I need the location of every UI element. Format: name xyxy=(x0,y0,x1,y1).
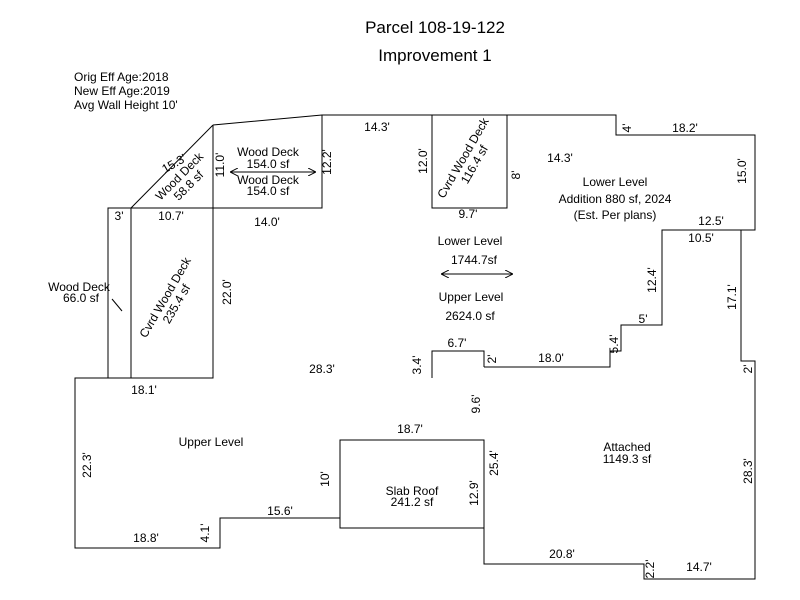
wood-deck-diag-outline xyxy=(130,124,214,209)
wood-deck-top-outline xyxy=(213,115,323,209)
dimension-label: 3' xyxy=(115,209,124,223)
page-title: Parcel 108-19-122 xyxy=(365,18,505,37)
dimension-label: 2.2' xyxy=(643,560,657,579)
dimension-label: 2' xyxy=(741,365,755,374)
dimension-label: 15.0' xyxy=(735,158,749,184)
dimension-label: 5.4' xyxy=(607,335,621,354)
dimension-label: 18.7' xyxy=(397,422,423,436)
dimension-label: 3.4' xyxy=(410,356,424,375)
area-name: Lower Level xyxy=(583,175,648,189)
dimension-label: 17.1' xyxy=(725,284,739,310)
area-name: Wood Deck xyxy=(237,145,300,159)
area-size: 154.0 sf xyxy=(247,157,290,171)
slab-roof-outline xyxy=(339,439,485,529)
dimension-label: 10' xyxy=(318,471,332,487)
page-subtitle: Improvement 1 xyxy=(378,46,492,65)
avg-wall-height: Avg Wall Height 10' xyxy=(74,98,178,112)
dimension-label: 20.8' xyxy=(549,547,575,561)
dimension-label: 6.7' xyxy=(448,336,467,350)
dimension-label: 11.0' xyxy=(213,153,227,178)
area-name: Upper Level xyxy=(179,435,244,449)
dimension-label: 18.1' xyxy=(131,383,157,397)
dimension-label: 12.2' xyxy=(320,149,334,175)
dimension-label: 28.3' xyxy=(741,458,755,484)
dimension-label: 4' xyxy=(620,124,634,133)
dimension-label: 12.9' xyxy=(467,480,481,506)
dimension-label: 28.3' xyxy=(309,362,335,376)
dimension-label: 2' xyxy=(485,355,499,364)
area-note: (Est. Per plans) xyxy=(574,208,657,222)
area-size: 241.2 sf xyxy=(391,495,434,509)
dimension-label: 18.8' xyxy=(133,531,159,545)
area-name: Upper Level xyxy=(439,290,504,304)
dimension-label: 12.5' xyxy=(698,214,724,228)
dimension-label: 18.2' xyxy=(672,121,698,135)
area-size: 66.0 sf xyxy=(63,291,100,305)
area-name: Attached xyxy=(603,440,650,454)
dimension-label: 14.0' xyxy=(254,215,280,229)
dimension-label: 15.6' xyxy=(267,504,293,518)
area-name: Wood Deck xyxy=(237,173,300,187)
new-eff-age: New Eff Age:2019 xyxy=(74,84,170,98)
dimension-label: 12.4' xyxy=(645,267,659,293)
dimension-label: 9.7' xyxy=(459,207,478,221)
wood-deck-left-outline xyxy=(107,207,131,379)
dimension-label: 10.5' xyxy=(688,231,714,245)
area-note: Addition 880 sf, 2024 xyxy=(559,192,672,206)
lower-level-step-line xyxy=(484,229,741,368)
dimension-label: 8' xyxy=(509,171,523,180)
dimension-label: 25.4' xyxy=(487,450,501,476)
cvrd-wood-deck-right-outline xyxy=(431,114,508,209)
dimension-label: 18.0' xyxy=(538,351,564,365)
area-name: Lower Level xyxy=(438,234,503,248)
dimension-label: 14.3' xyxy=(364,120,390,134)
dimension-label: 22.3' xyxy=(80,452,94,478)
area-name: Slab Roof xyxy=(386,484,439,498)
area-size: 154.0 sf xyxy=(247,184,290,198)
main-building-outline xyxy=(74,114,756,580)
orig-eff-age: Orig Eff Age:2018 xyxy=(74,70,169,84)
dimension-label: 14.3' xyxy=(547,151,573,165)
area-size: 2624.0 sf xyxy=(445,309,495,323)
dimension-label: 12.0' xyxy=(416,148,430,174)
dimension-label: 5' xyxy=(639,312,648,326)
dimension-label: 14.7' xyxy=(686,560,712,574)
dimension-label: 4.1' xyxy=(198,524,212,543)
area-name: Wood Deck xyxy=(48,280,111,294)
area-size: 1149.3 sf xyxy=(603,452,652,466)
dimension-label: 22.0' xyxy=(220,279,234,305)
dimension-label: 9.6' xyxy=(469,395,483,414)
dimension-label: 10.7' xyxy=(158,209,184,223)
wood-deck-left-leader xyxy=(111,298,123,312)
upper-level-inner-line xyxy=(431,350,485,378)
area-size: 1744.7sf xyxy=(451,253,498,267)
